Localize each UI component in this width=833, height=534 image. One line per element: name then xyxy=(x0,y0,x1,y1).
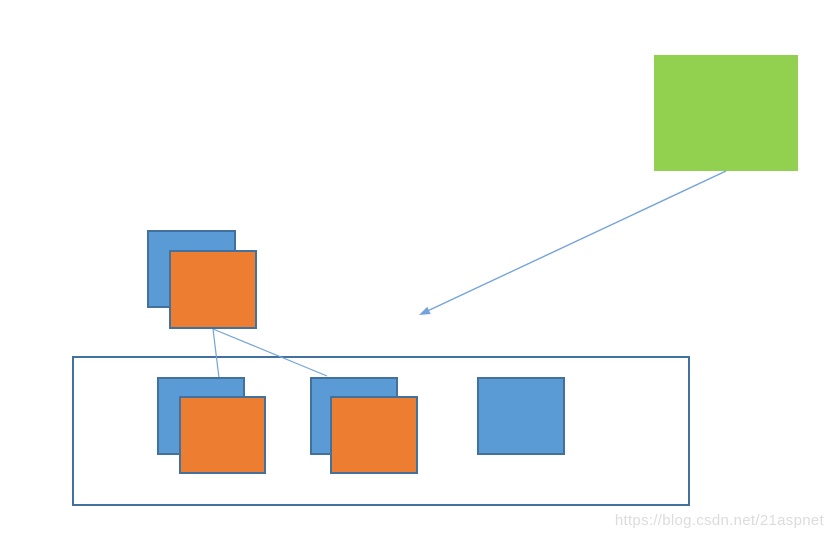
arrow-head-icon xyxy=(419,306,431,315)
single-blue-square xyxy=(477,377,565,455)
green-square xyxy=(654,55,798,171)
group1-orange-square xyxy=(179,396,266,474)
connector-line-left xyxy=(212,328,220,379)
watermark: https://blog.csdn.net/21aspnet xyxy=(615,512,825,529)
connector-line-right xyxy=(212,328,328,377)
group2-orange-square xyxy=(330,396,418,474)
overlap-orange-square xyxy=(169,250,257,329)
arrow-line xyxy=(428,170,727,311)
